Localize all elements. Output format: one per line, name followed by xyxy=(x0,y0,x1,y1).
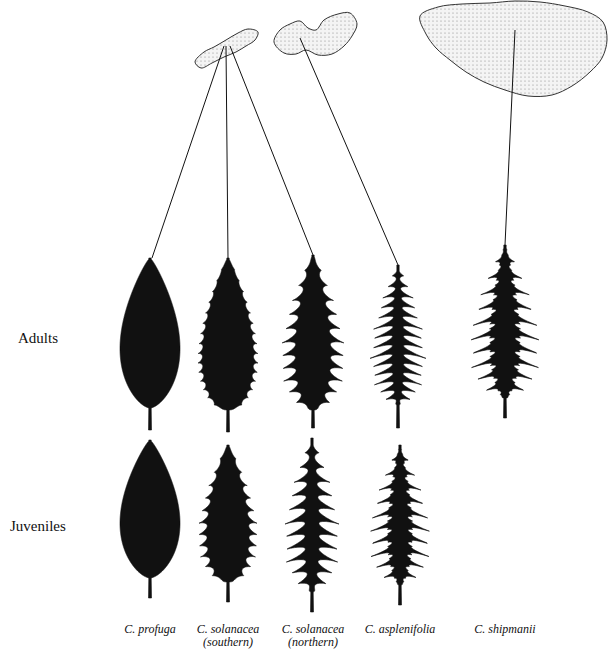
leaf-silhouette xyxy=(371,445,430,605)
leader-line xyxy=(226,46,228,258)
leader-line xyxy=(152,46,224,258)
leaf-silhouette xyxy=(120,258,180,430)
island-outline xyxy=(274,12,357,55)
leaf-silhouette xyxy=(370,265,426,428)
leaf-silhouette xyxy=(282,255,344,428)
leader-line xyxy=(300,38,398,265)
island-outline xyxy=(420,1,607,97)
species-name: C. profuga xyxy=(108,623,192,636)
species-name: C. solanacea (northern) xyxy=(271,623,355,649)
row-label: Juveniles xyxy=(10,518,66,535)
species-name: C. shipmanii xyxy=(463,623,547,636)
island-maps xyxy=(195,1,607,97)
leader-lines xyxy=(152,30,515,265)
row-label: Adults xyxy=(18,330,58,347)
leader-line xyxy=(505,30,515,245)
species-name: C. asplenifolia xyxy=(358,623,442,636)
leader-line xyxy=(230,46,313,255)
leaf-silhouette xyxy=(199,445,257,602)
leaf-silhouette xyxy=(285,438,339,612)
leaf-silhouettes xyxy=(120,245,539,612)
leaf-silhouette xyxy=(198,258,258,432)
species-name: C. solanacea (southern) xyxy=(186,623,270,649)
leaf-silhouette xyxy=(471,245,539,418)
leaf-silhouette xyxy=(120,440,180,598)
